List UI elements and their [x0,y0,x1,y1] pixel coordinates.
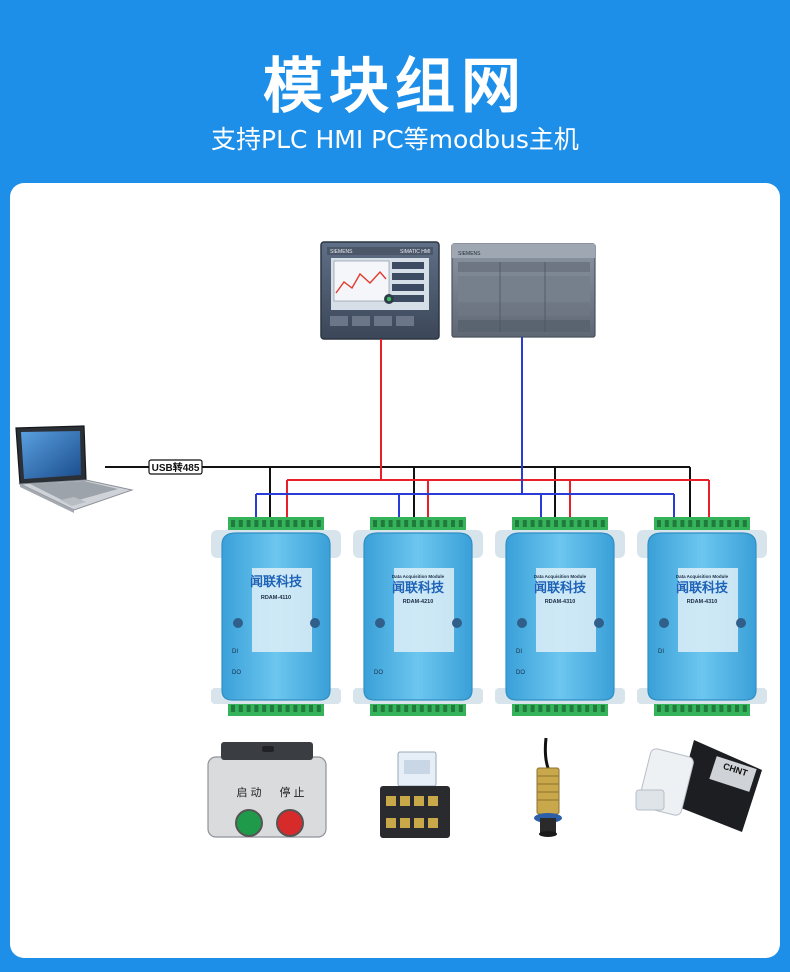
module-2-model: RDAM-4210 [403,599,434,605]
hmi-brand: SIEMENS [330,249,353,255]
page-subtitle: 支持PLC HMI PC等modbus主机 [211,125,579,154]
hmi-device: SIEMENS SIMATIC HMI [320,241,440,340]
push-button-box: 启 动 停 止 [207,742,327,838]
button-stop-label: 停 止 [279,785,304,799]
module-3-io-top: DI [516,649,522,655]
module-1-io-top: DI [232,649,238,655]
page-title: 模块组网 [263,52,527,122]
relay [380,751,450,838]
io-module-4: Data Acquisition Module 闻联科技 RDAM-4310 D… [637,517,767,716]
io-module-3: Data Acquisition Module 闻联科技 RDAM-4310 D… [495,517,625,716]
solenoid-coil: CHNT [635,740,762,832]
module-1-io-bottom: DO [232,670,241,676]
module-3-model: RDAM-4310 [545,599,576,605]
module-3-title: Data Acquisition Module [534,574,587,579]
module-4-title: Data Acquisition Module [676,574,729,579]
module-2-brand: 闻联科技 [392,580,445,595]
module-4-brand: 闻联科技 [676,580,729,595]
module-4-model: RDAM-4310 [687,599,718,605]
hmi-model: SIMATIC HMI [400,249,430,255]
terminal-pins [231,520,747,712]
module-1-brand: 闻联科技 [250,574,303,589]
laptop-device [15,425,134,513]
bus-label: USB转485 [152,461,200,474]
plc-device: SIEMENS [451,243,596,338]
rs485-bus-wiring [105,337,710,517]
button-start-label: 启 动 [236,786,261,799]
io-module-1: 闻联科技 RDAM-4110 DI DO [211,517,341,716]
module-2-title: Data Acquisition Module [392,574,445,579]
module-3-brand: 闻联科技 [534,580,587,595]
proximity-sensor [534,737,562,837]
module-3-io-bottom: DO [516,670,525,676]
module-4-io-top: DI [658,649,664,655]
usb-485-converter: USB转485 [148,459,203,475]
module-2-io-bottom: DO [374,670,383,676]
plc-brand: SIEMENS [458,251,481,257]
module-1-model: RDAM-4110 [261,595,291,601]
io-module-2: Data Acquisition Module 闻联科技 RDAM-4210 D… [353,517,483,716]
